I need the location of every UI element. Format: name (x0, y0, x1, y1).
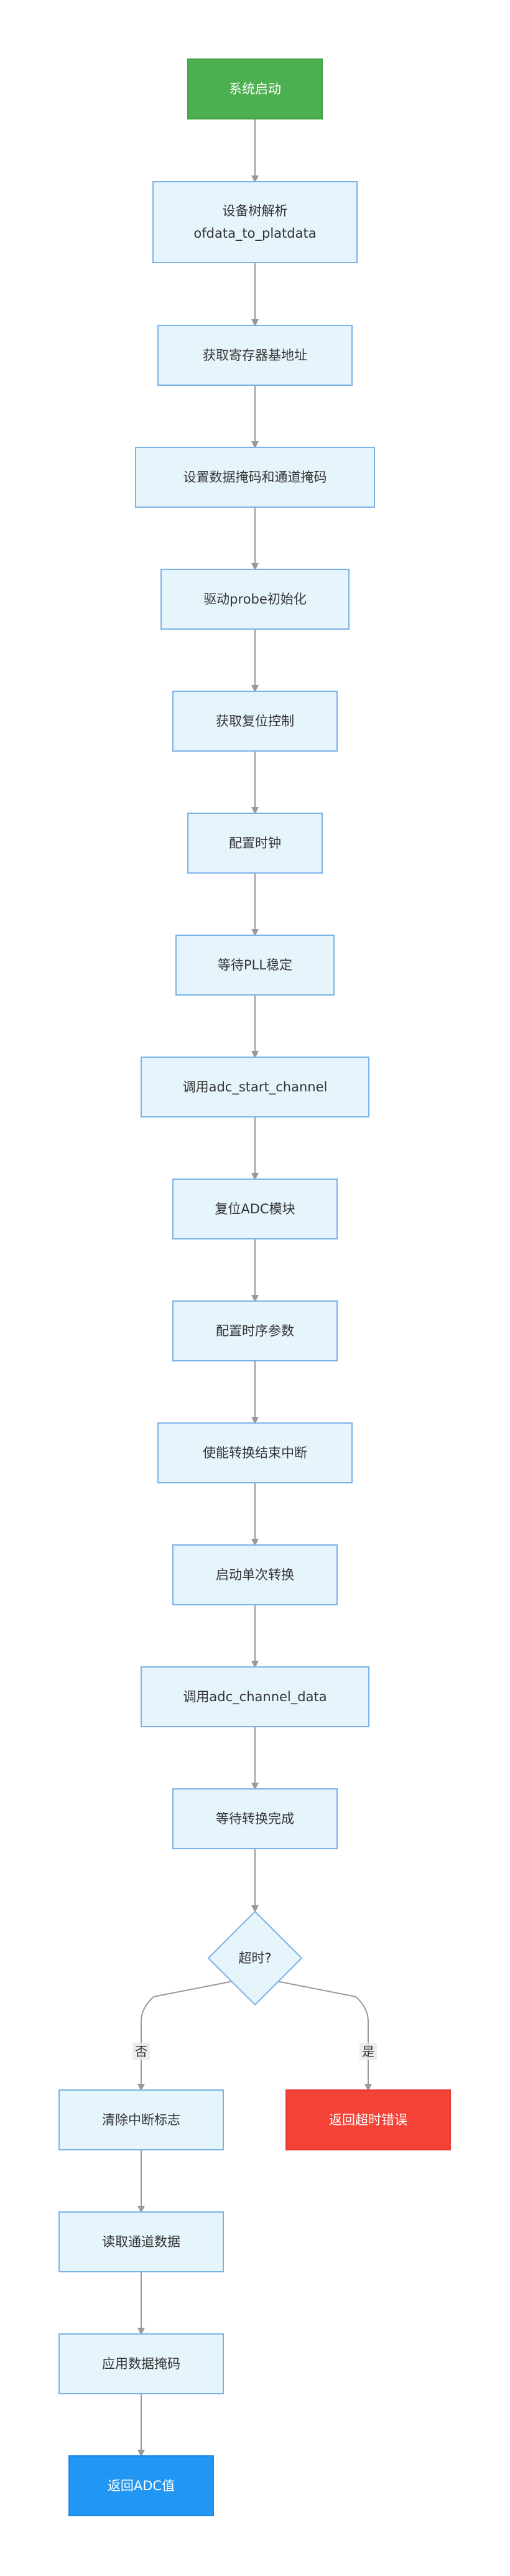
edge-label-timeout-clear: 否 (132, 2043, 150, 2060)
node-label: 读取通道数据 (102, 2234, 180, 2249)
node-label: 调用adc_start_channel (183, 1080, 328, 1095)
process-box (58, 2089, 224, 2150)
process-box (172, 691, 338, 752)
edges-layer (137, 119, 372, 2457)
flow-node-timing: 配置时序参数 (172, 1300, 338, 1361)
node-label: 使能转换结束中断 (203, 1445, 307, 1460)
flow-node-reset: 获取复位控制 (172, 691, 338, 752)
process-box (135, 447, 375, 508)
node-label: 等待转换完成 (216, 1811, 294, 1826)
process-box (160, 569, 350, 630)
flow-node-clear: 清除中断标志 (58, 2089, 224, 2150)
process-box (141, 1666, 369, 1727)
node-label: 复位ADC模块 (215, 1202, 295, 1216)
process-box (175, 935, 335, 996)
node-label: 配置时序参数 (216, 1323, 294, 1338)
process-box (58, 2211, 224, 2272)
edge-timeout-err (278, 1981, 372, 2091)
node-label: 获取寄存器基地址 (203, 348, 307, 363)
process-box (187, 813, 323, 874)
flow-node-ret: 返回ADC值 (68, 2455, 214, 2516)
node-label: ofdata_to_platdata (193, 226, 316, 241)
node-label: 调用adc_channel_data (183, 1689, 327, 1705)
node-label: 设置数据掩码和通道掩码 (183, 470, 327, 485)
process-box (141, 1057, 369, 1118)
process-box (157, 1422, 353, 1483)
process-box (172, 1788, 338, 1849)
flow-node-dt: 设备树解析 ofdata_to_platdata (152, 181, 358, 263)
flow-node-base: 获取寄存器基地址 (157, 325, 353, 386)
process-box (68, 2455, 214, 2516)
node-label: 返回ADC值 (108, 2478, 175, 2493)
edge-label-text: 是 (362, 2044, 374, 2059)
flow-node-wait: 等待转换完成 (172, 1788, 338, 1849)
process-box (157, 325, 353, 386)
node-label: 超时? (238, 1951, 271, 1966)
process-box (152, 181, 358, 263)
flow-node-mask: 设置数据掩码和通道掩码 (135, 447, 375, 508)
flow-node-irq: 使能转换结束中断 (157, 1422, 353, 1483)
edge-label-bg (359, 2043, 377, 2060)
edge-timeout-clear (137, 1981, 232, 2091)
flow-node-probe: 驱动probe初始化 (160, 569, 350, 630)
node-label: 清除中断标志 (102, 2112, 180, 2127)
edge-label-text: 否 (135, 2044, 147, 2059)
flow-node-timeout: 超时? (207, 1910, 303, 2006)
flow-node-pll: 等待PLL稳定 (175, 935, 335, 996)
flow-node-clock: 配置时钟 (187, 813, 323, 874)
flow-node-startch: 调用adc_start_channel (141, 1057, 369, 1118)
flow-node-err: 返回超时错误 (285, 2089, 451, 2150)
flow-node-rstadc: 复位ADC模块 (172, 1178, 338, 1239)
process-box (187, 58, 323, 119)
process-box (172, 1544, 338, 1605)
node-label: 应用数据掩码 (102, 2356, 180, 2371)
node-label: 获取复位控制 (216, 714, 294, 729)
process-box (285, 2089, 451, 2150)
flow-node-start: 系统启动 (187, 58, 323, 119)
flow-node-chdata: 调用adc_channel_data (141, 1666, 369, 1727)
node-label: 配置时钟 (229, 836, 281, 851)
edge-label-bg (132, 2043, 150, 2060)
flow-node-apply: 应用数据掩码 (58, 2333, 224, 2394)
process-box (172, 1178, 338, 1239)
node-label: 返回超时错误 (329, 2112, 407, 2127)
flow-node-single: 启动单次转换 (172, 1544, 338, 1605)
process-box (172, 1300, 338, 1361)
process-box (58, 2333, 224, 2394)
node-label: 系统启动 (229, 82, 281, 96)
decision-diamond (207, 1910, 303, 2006)
edge-label-timeout-err: 是 (359, 2043, 377, 2060)
node-label: 启动单次转换 (216, 1567, 294, 1582)
node-label: 设备树解析 (223, 203, 288, 218)
node-label: 等待PLL稳定 (218, 958, 292, 973)
node-label: 驱动probe初始化 (203, 592, 307, 607)
edge-labels-layer: 否是 (132, 2043, 377, 2060)
flow-node-read: 读取通道数据 (58, 2211, 224, 2272)
